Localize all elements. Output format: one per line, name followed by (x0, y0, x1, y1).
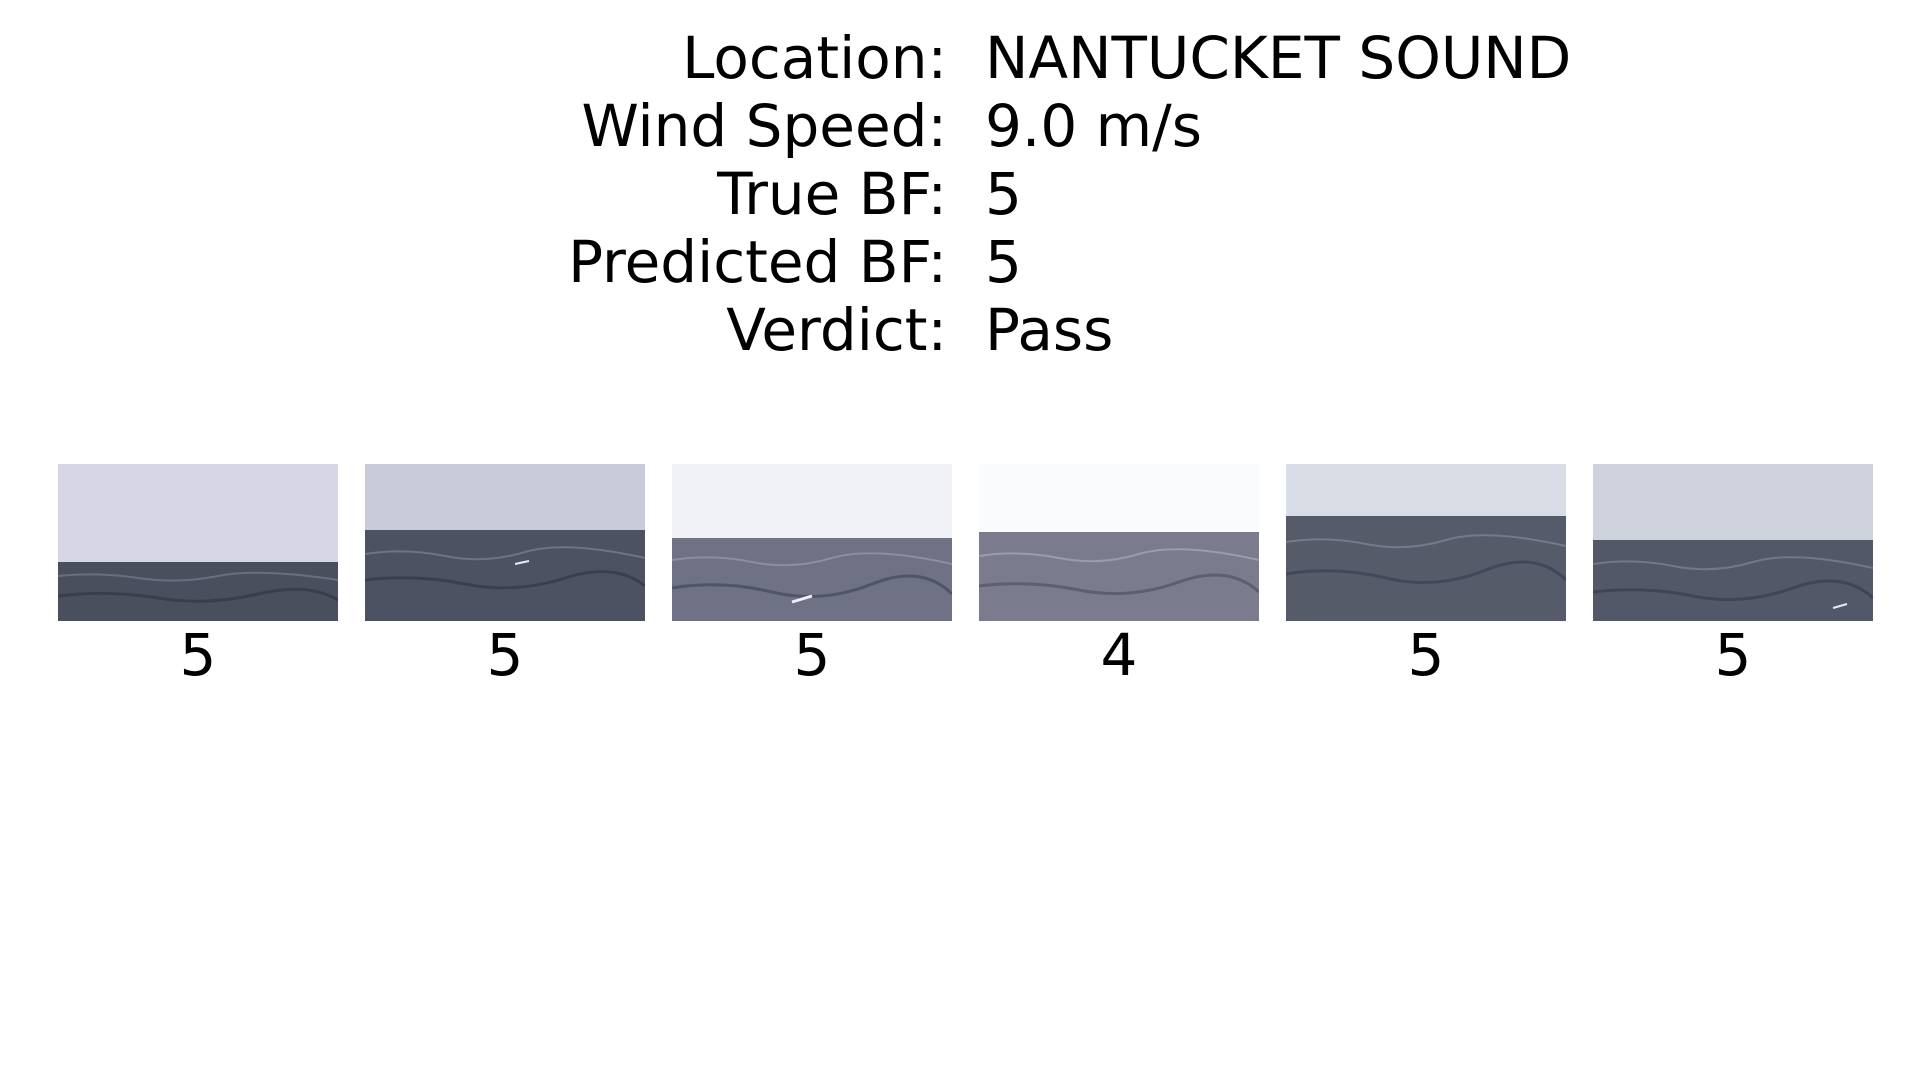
location-label: Location: (682, 24, 947, 92)
verdict-value: Pass (985, 296, 1114, 364)
frame-prediction-5: 5 (1407, 621, 1445, 689)
predicted-bf-value: 5 (985, 228, 1022, 296)
sea-photo-6 (1593, 464, 1873, 621)
sea-photo-3 (672, 464, 952, 621)
wind-speed-label: Wind Speed: (581, 92, 947, 160)
info-row-predicted-bf: Predicted BF: 5 (0, 228, 1920, 296)
location-value: NANTUCKET SOUND (985, 24, 1572, 92)
info-row-location: Location: NANTUCKET SOUND (0, 24, 1920, 92)
info-row-verdict: Verdict: Pass (0, 296, 1920, 364)
predicted-bf-label: Predicted BF: (568, 228, 947, 296)
info-row-true-bf: True BF: 5 (0, 160, 1920, 228)
frame-4: 4 (979, 464, 1259, 689)
verdict-label: Verdict: (726, 296, 947, 364)
frame-1: 5 (58, 464, 338, 689)
true-bf-value: 5 (985, 160, 1022, 228)
frame-prediction-6: 5 (1714, 621, 1752, 689)
frame-prediction-3: 5 (793, 621, 831, 689)
sea-photo-5 (1286, 464, 1566, 621)
frame-prediction-2: 5 (486, 621, 524, 689)
frame-6: 5 (1593, 464, 1873, 689)
frame-2: 5 (365, 464, 645, 689)
info-row-wind-speed: Wind Speed: 9.0 m/s (0, 92, 1920, 160)
frame-prediction-1: 5 (179, 621, 217, 689)
frame-strip: 5 5 5 (58, 464, 1876, 704)
frame-prediction-4: 4 (1100, 621, 1138, 689)
sea-photo-2 (365, 464, 645, 621)
frame-3: 5 (672, 464, 952, 689)
true-bf-label: True BF: (717, 160, 947, 228)
sea-photo-4 (979, 464, 1259, 621)
wind-speed-value: 9.0 m/s (985, 92, 1202, 160)
sea-photo-1 (58, 464, 338, 621)
frame-5: 5 (1286, 464, 1566, 689)
